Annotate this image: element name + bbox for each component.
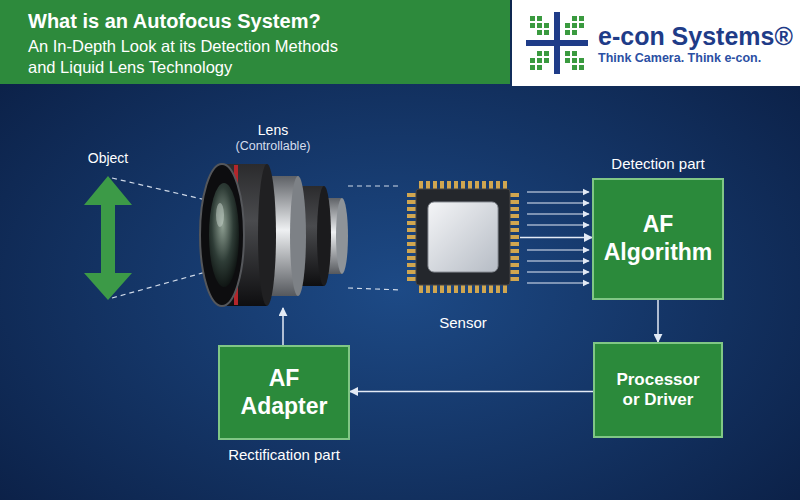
sensor-package bbox=[416, 189, 510, 285]
text-group-above: Lens(Controllable) bbox=[235, 122, 310, 154]
lens-ring bbox=[262, 176, 298, 296]
lens-mount bbox=[336, 198, 348, 274]
title-band bbox=[0, 0, 510, 84]
logo-bar bbox=[554, 12, 560, 74]
lens-ring bbox=[290, 176, 306, 296]
lens-mount bbox=[318, 198, 342, 274]
sensor-chip bbox=[407, 181, 519, 293]
lens-barrel bbox=[294, 186, 324, 286]
lens-front bbox=[200, 164, 244, 306]
brand-name: e-con Systems® bbox=[598, 21, 793, 51]
sensor-label: Sensor bbox=[439, 314, 487, 332]
box-label: Processor or Driver bbox=[606, 370, 710, 411]
signal-arrow bbox=[527, 249, 589, 250]
logo-icon bbox=[526, 12, 588, 74]
lens-label: Lens bbox=[235, 122, 310, 139]
flow-arrow bbox=[350, 391, 593, 393]
object-label: Object bbox=[68, 150, 148, 167]
text-group-in: Processor or Driver bbox=[606, 370, 710, 411]
ray-line bbox=[348, 185, 402, 186]
part-heading: Rectification part bbox=[228, 446, 340, 464]
subtitle: An In-Depth Look at its Detection Method… bbox=[28, 36, 358, 77]
object-arrow bbox=[84, 176, 132, 300]
lens-barrel bbox=[222, 164, 267, 306]
logo-squares bbox=[565, 51, 584, 70]
text-group-below: Sensor bbox=[439, 314, 487, 332]
logo-box: e-con Systems®Think Camera. Think e-con. bbox=[510, 0, 800, 86]
lens-barrel bbox=[317, 186, 331, 286]
signal-arrow bbox=[527, 260, 589, 261]
text-group-below: Rectification part bbox=[228, 446, 340, 464]
text-group-in: AF Algorithm bbox=[602, 211, 714, 266]
process-box: Detection partAF Algorithm bbox=[592, 178, 724, 300]
signal-arrow bbox=[527, 282, 589, 283]
box-label: AF Adapter bbox=[234, 365, 334, 420]
signal-arrow bbox=[527, 202, 589, 203]
ray-line bbox=[112, 178, 206, 200]
part-heading: Detection part bbox=[611, 155, 704, 173]
text-group-in: e-con Systems®Think Camera. Think e-con. bbox=[598, 21, 793, 66]
flow-arrow bbox=[657, 300, 659, 342]
page-title: What is an Autofocus System? bbox=[28, 9, 498, 33]
logo-squares bbox=[530, 51, 549, 70]
flow-arrow bbox=[520, 237, 592, 239]
box-label: AF Algorithm bbox=[602, 211, 714, 266]
lens-illustration bbox=[200, 164, 348, 306]
ray-line bbox=[112, 272, 206, 298]
lens-highlight bbox=[216, 203, 224, 227]
logo-squares bbox=[565, 16, 584, 35]
lens-sublabel: (Controllable) bbox=[235, 139, 310, 154]
lens-barrel bbox=[258, 164, 276, 306]
signal-arrow bbox=[527, 271, 589, 272]
lens-glass bbox=[209, 183, 239, 287]
text-group-in: AF Adapter bbox=[234, 365, 334, 420]
signal-arrow bbox=[527, 224, 589, 225]
process-box: Processor or Driver bbox=[593, 342, 723, 438]
flow-arrow bbox=[282, 308, 284, 345]
sensor-pins bbox=[418, 181, 508, 191]
signal-arrow bbox=[527, 191, 589, 192]
process-box: AF AdapterRectification part bbox=[218, 345, 350, 440]
sensor-pins bbox=[509, 192, 519, 282]
sensor-pins bbox=[418, 283, 508, 293]
sensor-pins bbox=[407, 192, 417, 282]
lens-node: Lens(Controllable) bbox=[198, 162, 348, 308]
sensor-node: Sensor bbox=[406, 181, 520, 294]
signal-arrow bbox=[527, 213, 589, 214]
ray-lines bbox=[112, 178, 402, 298]
text-group-above: Detection part bbox=[611, 155, 704, 173]
logo-squares bbox=[530, 16, 549, 35]
ray-line bbox=[348, 288, 402, 290]
signal-arrows bbox=[527, 192, 589, 283]
lens-red-ring bbox=[234, 165, 238, 305]
logo-bar bbox=[526, 40, 588, 46]
brand-tagline: Think Camera. Think e-con. bbox=[598, 51, 761, 66]
logo-panel bbox=[512, 0, 800, 86]
sensor-die bbox=[428, 202, 498, 272]
